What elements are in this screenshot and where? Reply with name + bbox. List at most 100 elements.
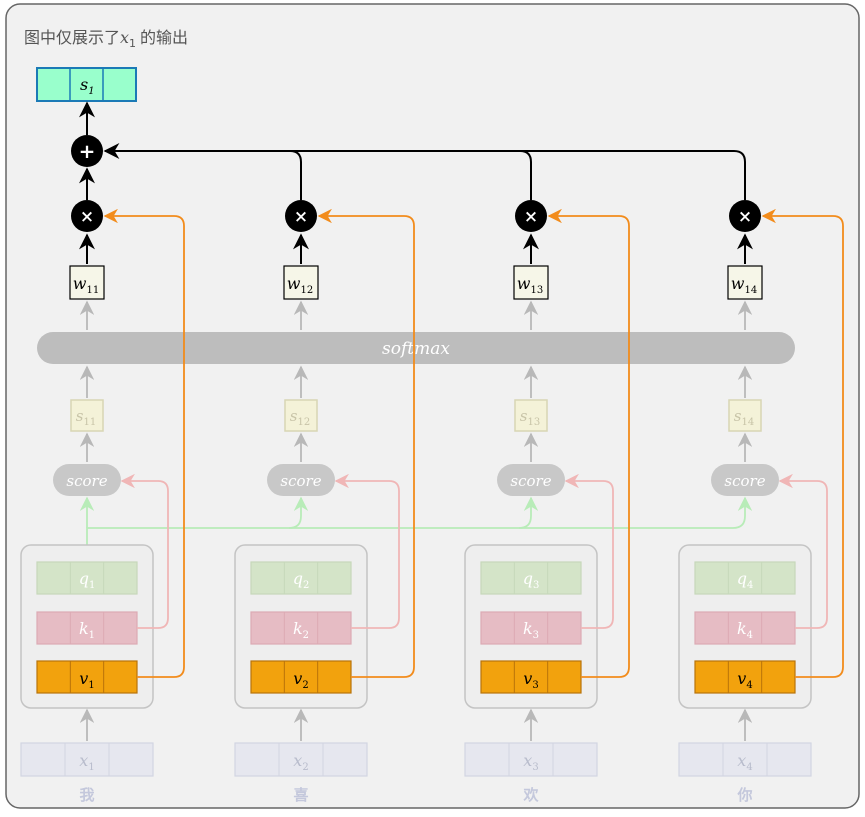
token-label: 你 xyxy=(736,786,752,804)
score-value-label: s11 xyxy=(76,407,96,428)
plus-symbol: + xyxy=(79,139,96,163)
token-label: 欢 xyxy=(522,786,539,804)
weight-box xyxy=(513,265,549,300)
query-label: q3 xyxy=(523,569,540,591)
score-label: score xyxy=(280,472,321,490)
times-symbol: × xyxy=(80,207,94,227)
value-vector xyxy=(480,660,582,694)
query-vector xyxy=(36,561,138,595)
multiply-operator xyxy=(515,200,547,232)
key-arrow xyxy=(564,473,614,629)
query-branch-2 xyxy=(288,496,309,529)
key-vector xyxy=(480,611,582,645)
key-vector xyxy=(36,611,138,645)
caption: 图中仅展示了x1 的输出 xyxy=(24,28,188,50)
value-label: v4 xyxy=(737,669,752,691)
query-label: q4 xyxy=(737,569,754,591)
query-vector xyxy=(694,561,796,595)
key-label: k3 xyxy=(523,619,539,641)
score-value-label: s14 xyxy=(734,407,754,428)
input-label: x1 xyxy=(79,751,94,773)
column-2: x2 喜 q2 k2 v2 score s12 w12 × xyxy=(234,200,415,804)
caption-var-sub: 1 xyxy=(129,37,136,50)
value-label: v3 xyxy=(523,669,538,691)
input-vector xyxy=(234,742,368,777)
score-value-box xyxy=(284,399,318,432)
query-vector xyxy=(480,561,582,595)
input-vector xyxy=(678,742,812,777)
input-vector xyxy=(20,742,154,777)
input-label: x3 xyxy=(523,751,538,773)
score-label: score xyxy=(66,472,107,490)
query-vector xyxy=(250,561,352,595)
columns-layer: x1 我 q1 k1 v1 score s11 w11 × x2 喜 q2 k2 v2 score s12 w1… xyxy=(20,143,844,804)
caption-suffix: 的输出 xyxy=(140,28,188,47)
weight-box xyxy=(69,265,105,300)
caption-var: x xyxy=(120,28,129,47)
value-arrow xyxy=(317,208,415,678)
times-symbol: × xyxy=(524,207,538,227)
panel-background xyxy=(5,3,860,809)
value-label: v1 xyxy=(79,669,94,691)
softmax-bar: softmax xyxy=(37,332,795,364)
weight-box xyxy=(283,265,319,300)
caption-prefix: 图中仅展示了 xyxy=(24,28,120,47)
score-value-label: s12 xyxy=(290,407,310,428)
output-label: s1 xyxy=(80,75,95,97)
score-node xyxy=(711,464,779,496)
score-label: score xyxy=(724,472,765,490)
weight-label: w11 xyxy=(73,274,99,296)
output-vector: s1 xyxy=(36,67,137,102)
weight-label: w12 xyxy=(287,274,313,296)
input-label: x2 xyxy=(293,751,308,773)
value-label: v2 xyxy=(293,669,308,691)
sum-operator: + xyxy=(71,135,103,167)
score-node xyxy=(267,464,335,496)
multiply-operator xyxy=(285,200,317,232)
score-value-box xyxy=(514,399,548,432)
key-label: k1 xyxy=(79,619,95,641)
input-vector xyxy=(464,742,598,777)
value-arrow xyxy=(547,208,630,678)
query-broadcast-line xyxy=(86,496,753,545)
key-arrow xyxy=(120,473,169,629)
score-node xyxy=(53,464,121,496)
key-vector xyxy=(694,611,796,645)
query-branch-3 xyxy=(518,496,539,529)
sum-line-col3 xyxy=(519,150,532,200)
token-label: 喜 xyxy=(293,786,308,804)
multiply-operator xyxy=(729,200,761,232)
column-1: x1 我 q1 k1 v1 score s11 w11 × xyxy=(20,167,185,804)
score-value-box xyxy=(728,399,762,432)
times-symbol: × xyxy=(294,207,308,227)
times-symbol: × xyxy=(738,207,752,227)
sum-line-col2 xyxy=(289,150,302,200)
value-vector xyxy=(694,660,796,694)
output-sub: 1 xyxy=(88,86,94,97)
softmax-label: softmax xyxy=(382,339,450,359)
weight-label: w13 xyxy=(517,274,543,296)
value-vector xyxy=(250,660,352,694)
score-value-box xyxy=(70,399,104,432)
score-node xyxy=(497,464,565,496)
key-label: k4 xyxy=(737,619,753,641)
key-arrow xyxy=(334,473,400,629)
input-label: x4 xyxy=(737,751,752,773)
column-3: x3 欢 q3 k3 v3 score s13 w13 × xyxy=(464,200,630,804)
query-label: q2 xyxy=(293,569,310,591)
weight-box xyxy=(727,265,763,300)
key-label: k2 xyxy=(293,619,309,641)
score-label: score xyxy=(510,472,551,490)
sum-line-col4 xyxy=(103,143,746,200)
value-arrow xyxy=(761,208,844,678)
key-arrow xyxy=(778,473,828,629)
multiply-operator xyxy=(71,200,103,232)
value-arrow xyxy=(103,208,185,678)
score-value-label: s13 xyxy=(520,407,540,428)
token-label: 我 xyxy=(79,786,94,804)
query-label: q1 xyxy=(79,569,96,591)
value-vector xyxy=(36,660,138,694)
